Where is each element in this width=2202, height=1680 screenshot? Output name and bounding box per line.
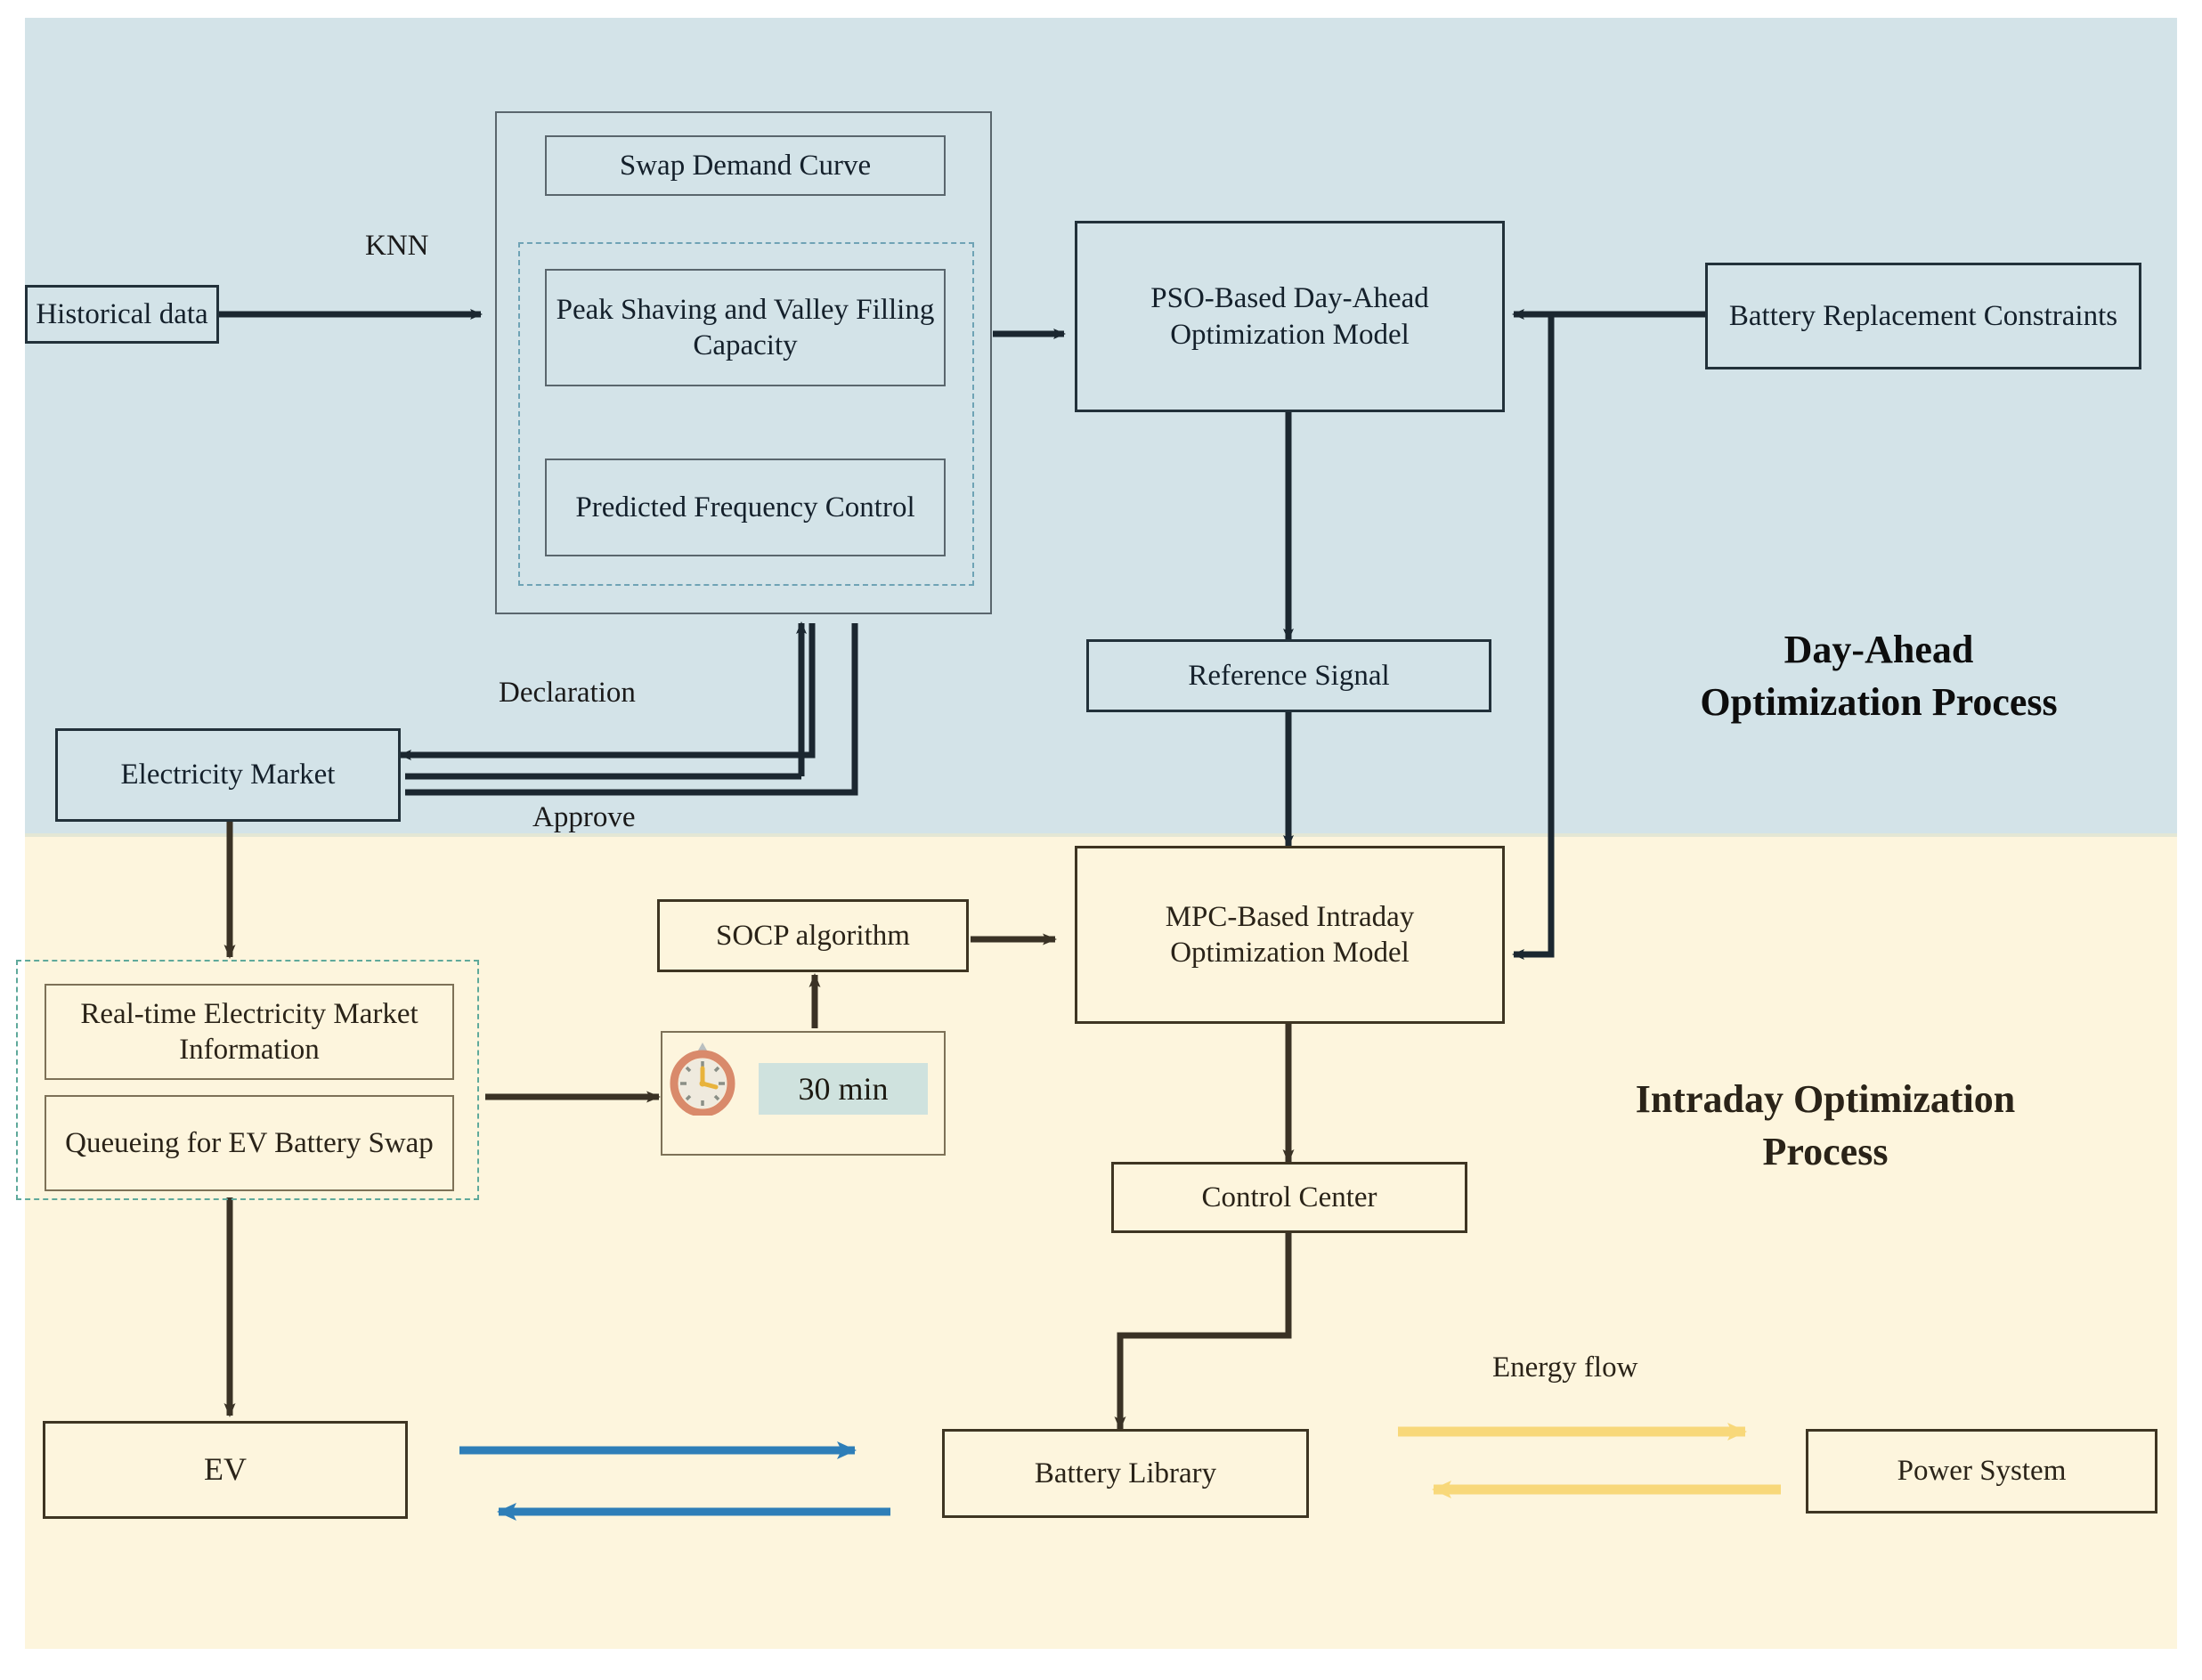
edge-label-energy-flow: Energy flow [1492, 1351, 1638, 1384]
node-socp-algorithm[interactable]: SOCP algorithm [657, 899, 969, 972]
intraday-section-title: Intraday Optimization Process [1635, 1077, 2016, 1174]
node-pso-model[interactable]: PSO-Based Day-Ahead Optimization Model [1075, 221, 1505, 412]
node-control-center[interactable]: Control Center [1111, 1162, 1467, 1233]
clock-icon [670, 1037, 735, 1117]
node-reference-signal[interactable]: Reference Signal [1086, 639, 1491, 712]
node-predicted-frequency-control[interactable]: Predicted Frequency Control [545, 459, 946, 556]
node-swap-demand-curve[interactable]: Swap Demand Curve [545, 135, 946, 196]
edge-label-approve: Approve [532, 801, 636, 833]
node-battery-library[interactable]: Battery Library [942, 1429, 1309, 1518]
edge-label-knn: KNN [365, 230, 429, 262]
realtime-dashed-group [16, 960, 479, 1200]
node-peak-shaving-valley-filling[interactable]: Peak Shaving and Valley Filling Capacity [545, 269, 946, 386]
edge-label-declaration: Declaration [499, 677, 636, 709]
node-queueing-ev-swap[interactable]: Queueing for EV Battery Swap [45, 1095, 454, 1191]
forecast-dashed-subgroup [518, 242, 974, 586]
day-ahead-section-title: Day-Ahead Optimization Process [1700, 628, 2058, 725]
node-historical-data[interactable]: Historical data [25, 285, 219, 344]
node-battery-replacement-constraints[interactable]: Battery Replacement Constraints [1705, 263, 2141, 369]
node-ev[interactable]: EV [43, 1421, 408, 1519]
node-power-system[interactable]: Power System [1806, 1429, 2157, 1514]
node-mpc-model[interactable]: MPC-Based Intraday Optimization Model [1075, 846, 1505, 1024]
node-realtime-market-info[interactable]: Real-time Electricity Market Information [45, 984, 454, 1080]
node-electricity-market[interactable]: Electricity Market [55, 728, 401, 822]
timer-value-chip: 30 min [759, 1063, 928, 1115]
